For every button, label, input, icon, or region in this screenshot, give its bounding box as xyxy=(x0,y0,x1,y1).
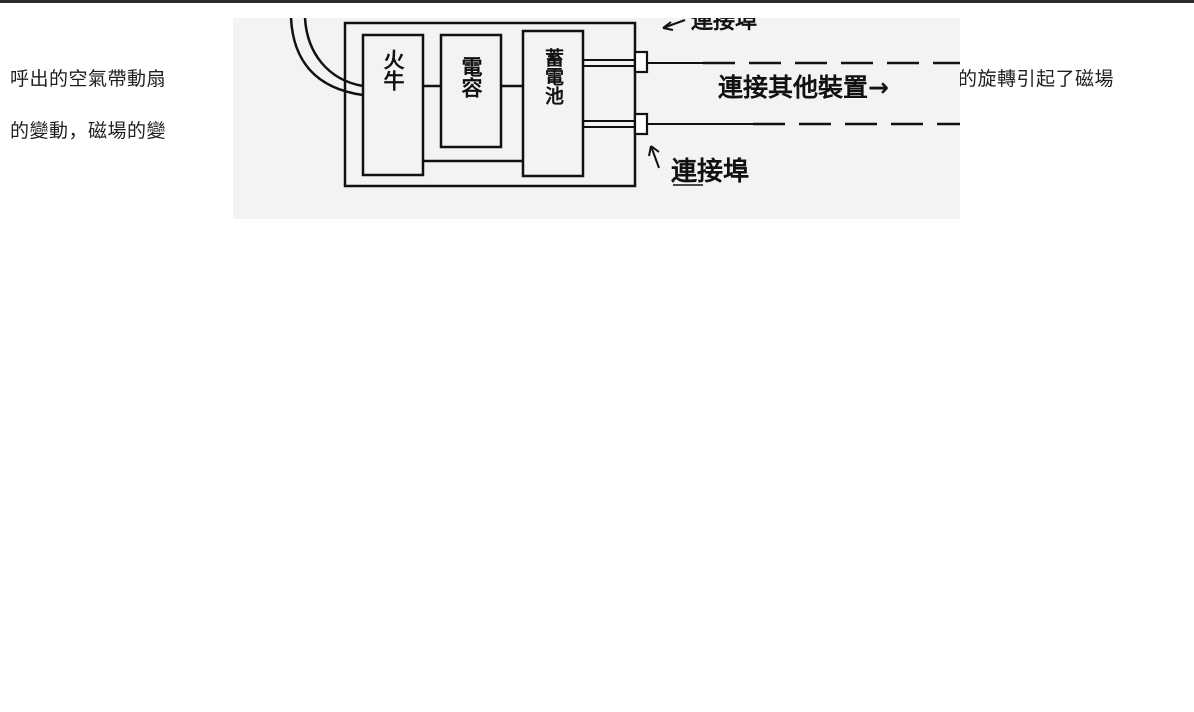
label-right-box: 蓄電池 xyxy=(542,47,564,105)
circuit-diagram-svg: 連接埠 連接埠 連接其他裝置→ 火牛 電容 蓄電池 xyxy=(289,18,960,188)
port-top xyxy=(633,50,649,74)
input-wire-1 xyxy=(289,18,364,97)
label-port-bottom: 連接埠 xyxy=(671,156,749,187)
port-bottom xyxy=(633,112,649,136)
circuit-diagram-figure: 連接埠 連接埠 連接其他裝置→ 火牛 電容 蓄電池 xyxy=(233,18,960,219)
paragraph-line-2: 的變動，磁場的變 xyxy=(10,120,167,142)
arrow-top-right-line xyxy=(662,19,686,29)
paragraph-line-1-start: 呼出的空氣帶動扇 xyxy=(10,68,167,90)
arrow-top-right-head xyxy=(662,21,674,31)
label-connect-devices: 連接其他裝置→ xyxy=(718,73,889,102)
input-wire-2 xyxy=(303,18,364,88)
outer-enclosure xyxy=(343,21,637,188)
box-right xyxy=(521,29,585,178)
top-border-rule xyxy=(0,0,1194,3)
label-middle-box: 電容 xyxy=(459,56,483,99)
box-middle xyxy=(439,33,503,149)
arrow-port-bottom-line xyxy=(650,145,660,169)
label-top-right: 連接埠 xyxy=(691,18,757,34)
paragraph-line-1-end: 的旋轉引起了磁場 xyxy=(958,68,1115,90)
arrow-port-bottom-head xyxy=(648,145,660,157)
label-left-box: 火牛 xyxy=(381,49,405,91)
box-left xyxy=(361,33,425,177)
